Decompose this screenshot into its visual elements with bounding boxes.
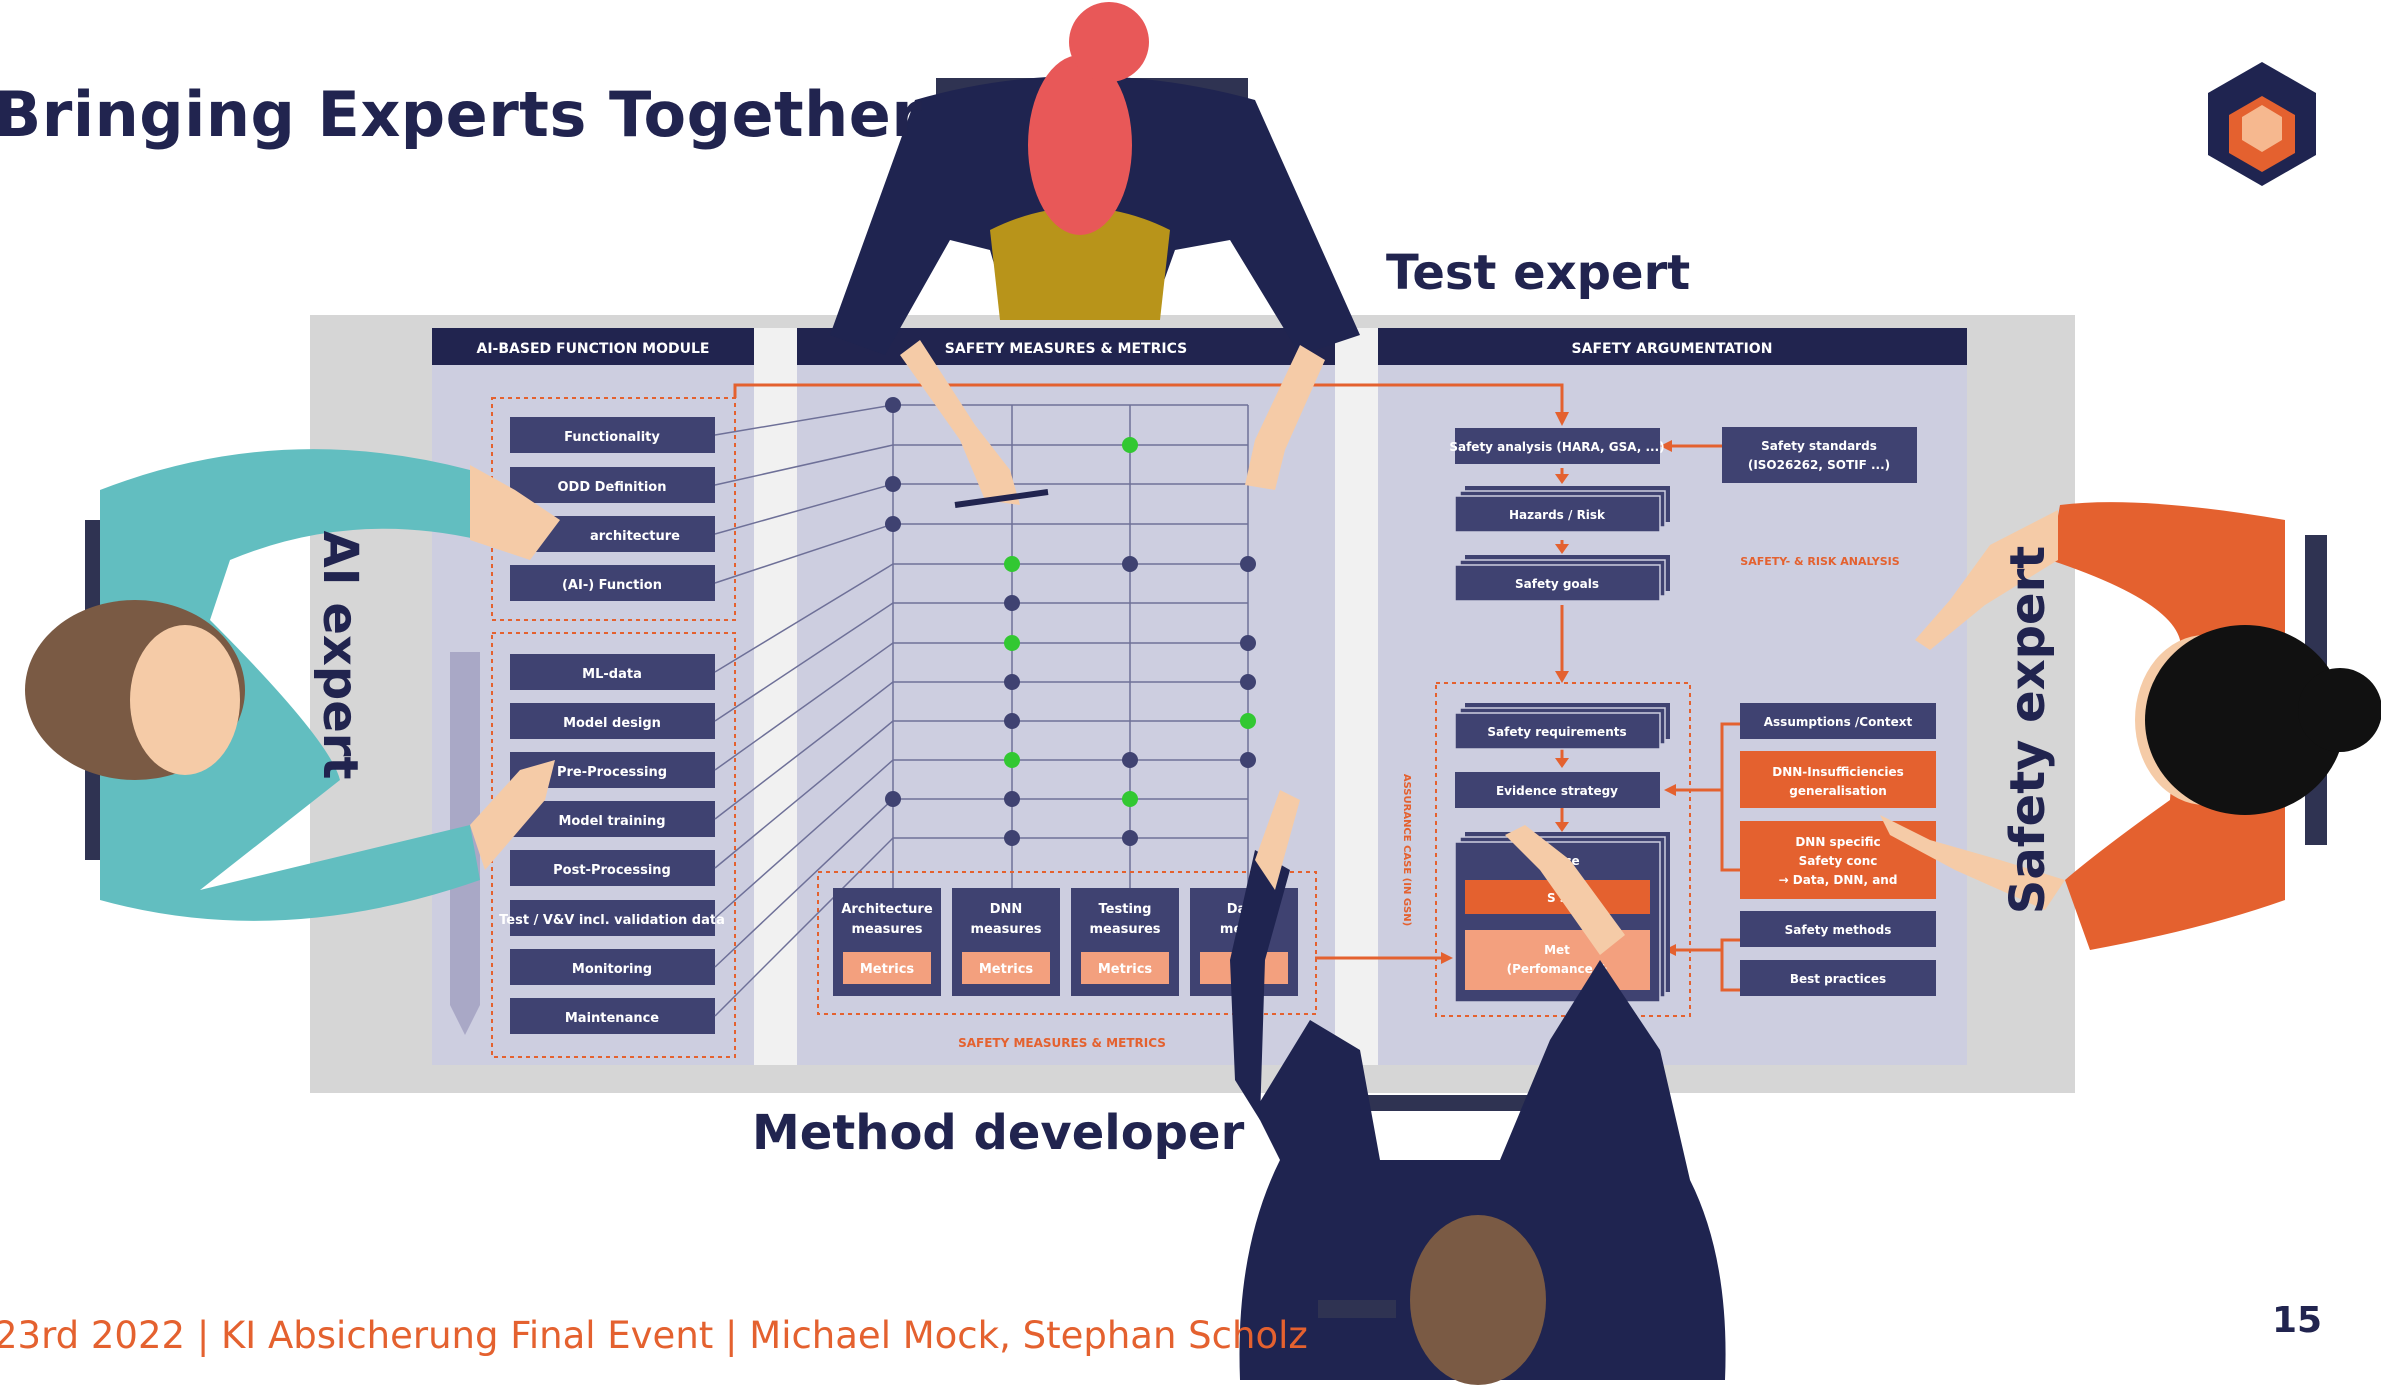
person-test-expert	[830, 2, 1360, 508]
svg-text:(ISO26262, SOTIF ...): (ISO26262, SOTIF ...)	[1748, 458, 1890, 472]
assurance-case-label: ASSURANCE CASE (IN GSN)	[1401, 774, 1412, 926]
arg-hazards: Hazards / Risk	[1454, 486, 1670, 533]
assurance-case-border	[1435, 682, 1691, 1017]
box-monitoring	[510, 949, 715, 985]
gap-right	[1335, 328, 1378, 1065]
matrix-dots	[885, 397, 1256, 846]
slide-title: Bringing Experts Together	[0, 78, 923, 151]
svg-text:Safety goals: Safety goals	[1515, 577, 1599, 591]
person-ai-expert	[25, 449, 560, 921]
box-test-vv	[510, 900, 715, 936]
svg-text:Met: Met	[1544, 943, 1570, 957]
box-post-processing	[510, 850, 715, 886]
svg-text:Best practices: Best practices	[1790, 972, 1886, 986]
person-method-developer	[1230, 790, 1726, 1385]
header-left	[432, 328, 754, 365]
box-maintenance-text: Maintenance	[565, 1011, 659, 1026]
measure-card-testing: Testing measures Metrics	[1071, 888, 1179, 996]
box-functionality-text: Functionality	[564, 430, 660, 445]
box-functionality	[510, 417, 715, 453]
pen	[954, 489, 1049, 508]
method-developer-head	[1410, 1215, 1546, 1385]
svg-text:Metrics: Metrics	[979, 962, 1034, 977]
box-architecture-text: architecture	[590, 529, 680, 544]
svg-text:Assumptions /Context: Assumptions /Context	[1764, 715, 1913, 729]
svg-text:Testing: Testing	[1099, 902, 1152, 917]
box-test-vv-text: Test / V&V incl. validation data	[499, 913, 725, 928]
arg-safety-requirements: Safety requirements	[1454, 703, 1670, 750]
left-group1-boxes: Functionality ODD Definition architectur…	[510, 417, 715, 601]
measure-card-dnn: DNN measures Metrics	[952, 888, 1060, 996]
svg-text:Safety standards: Safety standards	[1761, 439, 1877, 453]
svg-text:DNN-Insufficiencies: DNN-Insufficiencies	[1772, 765, 1904, 779]
svg-text:Safety analysis (HARA, GSA, ..: Safety analysis (HARA, GSA, ...)	[1449, 440, 1664, 454]
svg-text:Evidence strategy: Evidence strategy	[1496, 784, 1618, 798]
svg-text:(Perfomance &: (Perfomance &	[1507, 962, 1608, 976]
matrix-connectors	[714, 404, 894, 1017]
footer-text: 23rd 2022 | KI Absicherung Final Event |…	[0, 1314, 1308, 1357]
svg-text:Metrics: Metrics	[860, 962, 915, 977]
header-middle-text: SAFETY MEASURES & METRICS	[945, 341, 1187, 357]
svg-text:Safety methods: Safety methods	[1785, 923, 1892, 937]
arg-safety-methods: Safety methods	[1740, 911, 1936, 947]
measures-group-border	[817, 871, 1317, 1015]
header-right	[1378, 328, 1967, 365]
arg-evidence-strategy: Evidence strategy	[1455, 772, 1660, 808]
svg-text:generalisation: generalisation	[1789, 784, 1887, 798]
box-post-processing-text: Post-Processing	[553, 863, 671, 878]
box-maintenance	[510, 998, 715, 1034]
svg-text:→ Data, DNN, and: → Data, DNN, and	[1779, 873, 1898, 887]
svg-text:DNN specific: DNN specific	[1795, 835, 1880, 849]
test-expert-hair-bun	[1069, 2, 1149, 82]
test-expert-head	[1028, 55, 1132, 235]
risk-analysis-label: SAFETY- & RISK ANALYSIS	[1740, 555, 1899, 568]
arg-dnn-insufficiencies: DNN-Insufficiencies generalisation	[1740, 751, 1936, 808]
svg-text:Architecture: Architecture	[841, 902, 933, 917]
box-ai-function	[510, 565, 715, 601]
box-ml-data	[510, 654, 715, 690]
arg-safety-standards: Safety standards (ISO26262, SOTIF ...)	[1722, 427, 1917, 483]
safety-expert-hair-bun	[2298, 668, 2381, 752]
box-odd	[510, 467, 715, 503]
box-odd-text: ODD Definition	[558, 480, 667, 495]
company-logo	[2208, 62, 2316, 186]
test-expert-label: Test expert	[1386, 245, 1691, 301]
svg-text:measures: measures	[1089, 922, 1160, 937]
arg-safety-analysis: Safety analysis (HARA, GSA, ...)	[1449, 428, 1665, 464]
box-monitoring-text: Monitoring	[572, 962, 652, 977]
safety-expert-head	[2145, 625, 2345, 815]
left-group2-boxes: ML-data Model design Pre-Processing Mode…	[499, 654, 725, 1034]
box-ai-function-text: (AI-) Function	[562, 578, 662, 593]
measure-card-architecture: Architecture measures Metrics	[833, 888, 941, 996]
arg-best-practices: Best practices	[1740, 960, 1936, 996]
page-number: 15	[2272, 1300, 2323, 1341]
measures-footer-label: SAFETY MEASURES & METRICS	[958, 1036, 1166, 1050]
ai-expert-label: AI expert	[312, 530, 368, 780]
header-right-text: SAFETY ARGUMENTATION	[1572, 341, 1773, 357]
box-model-training	[510, 801, 715, 837]
svg-text:Safety requirements: Safety requirements	[1487, 725, 1626, 739]
person-safety-expert	[1880, 502, 2381, 950]
svg-text:DNN: DNN	[990, 902, 1023, 917]
arg-safety-goals: Safety goals	[1454, 555, 1670, 602]
box-ml-data-text: ML-data	[582, 667, 642, 682]
arg-assumptions: Assumptions /Context	[1740, 703, 1936, 739]
box-model-design	[510, 703, 715, 739]
safety-expert-label: Safety expert	[2000, 545, 2056, 915]
svg-text:Safety conc: Safety conc	[1799, 854, 1878, 868]
svg-text:Hazards / Risk: Hazards / Risk	[1509, 508, 1606, 522]
box-model-design-text: Model design	[563, 716, 661, 731]
box-model-training-text: Model training	[558, 814, 665, 829]
method-developer-label: Method developer	[752, 1105, 1245, 1161]
svg-text:Metrics: Metrics	[1098, 962, 1153, 977]
svg-text:measures: measures	[970, 922, 1041, 937]
svg-text:measures: measures	[851, 922, 922, 937]
header-left-text: AI-BASED FUNCTION MODULE	[477, 341, 710, 357]
orange-routes	[733, 383, 1740, 992]
box-pre-processing-text: Pre-Processing	[557, 765, 667, 780]
